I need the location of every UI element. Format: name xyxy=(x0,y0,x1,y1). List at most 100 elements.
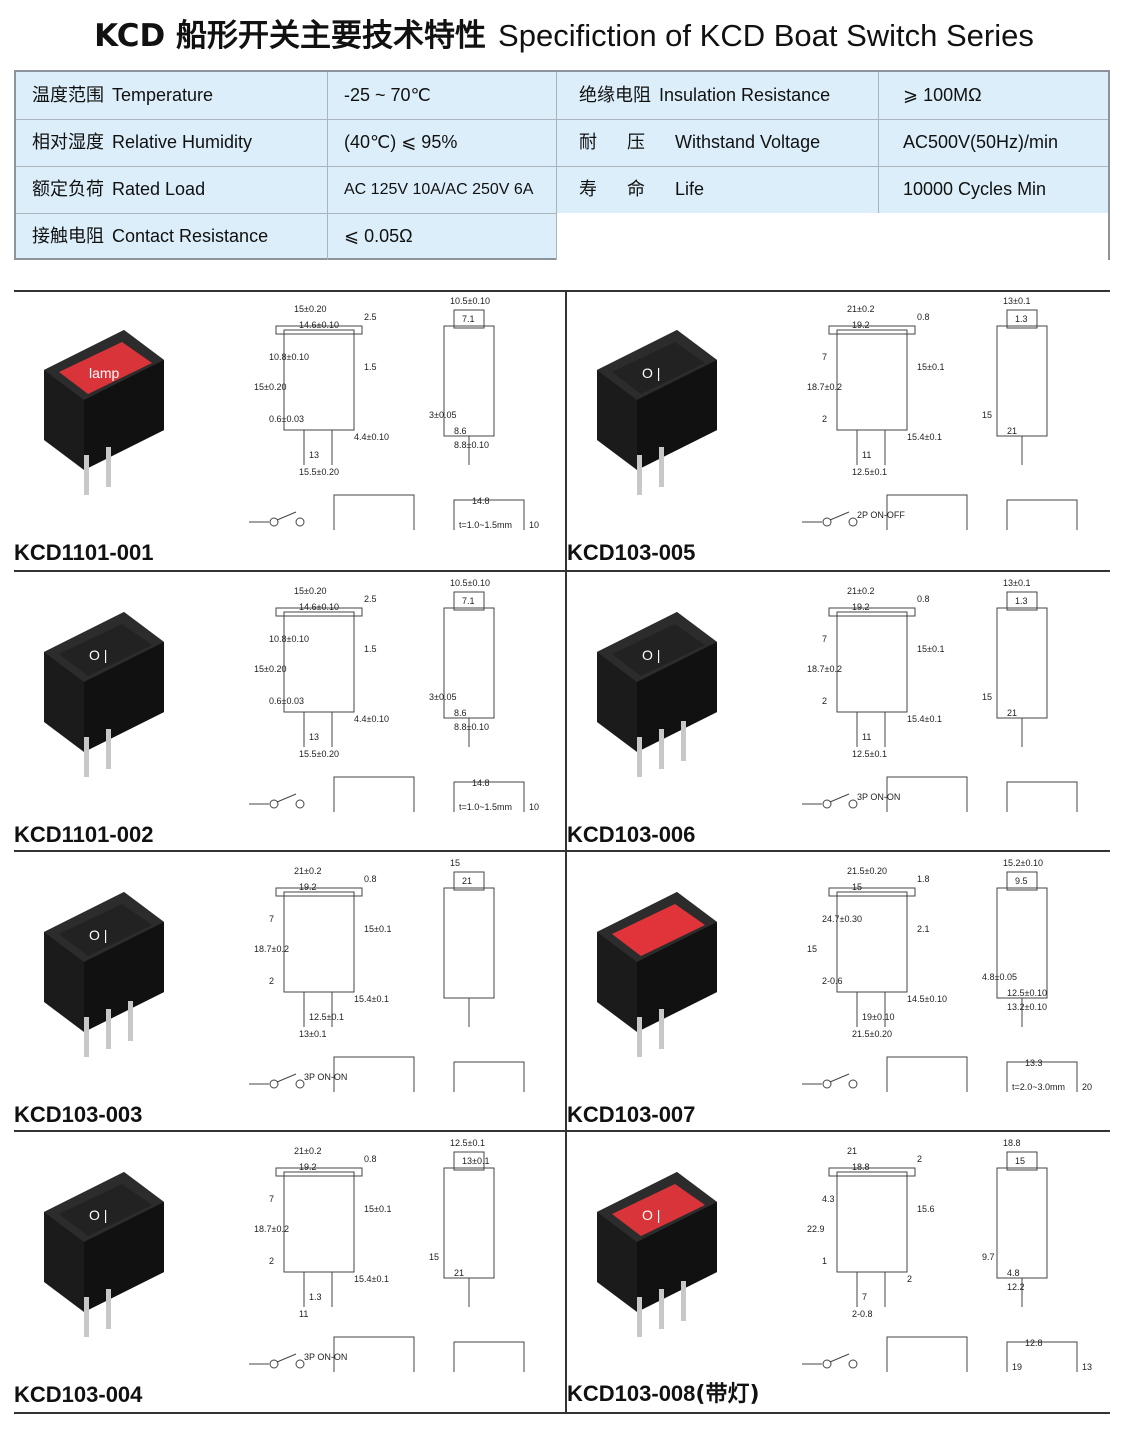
dimension-label: 15.4±0.1 xyxy=(907,714,942,724)
dimension-label: 0.8 xyxy=(364,874,377,884)
dimension-label: t=1.0~1.5mm xyxy=(459,802,512,812)
dimension-label: 10 xyxy=(529,520,539,530)
dimension-label: 2-0.6 xyxy=(822,976,843,986)
circuit-label: 3P ON-ON xyxy=(304,1352,347,1362)
dimension-label: 22.9 xyxy=(807,1224,825,1234)
dimension-label: 15.5±0.20 xyxy=(299,467,339,477)
dimension-label: 0.8 xyxy=(917,312,930,322)
dimension-label: 10.8±0.10 xyxy=(269,352,309,362)
dimension-label: 4.8±0.05 xyxy=(982,972,1017,982)
pin xyxy=(659,447,664,487)
pin xyxy=(128,1001,133,1041)
dimension-label: 15.4±0.1 xyxy=(907,432,942,442)
dimension-label: 8.8±0.10 xyxy=(454,440,489,450)
dimension-label: 4.3 xyxy=(822,1194,835,1204)
rocker-symbol: O | xyxy=(89,647,107,663)
circuit-label: 3P ON-ON xyxy=(304,1072,347,1082)
switch-photo: O | xyxy=(44,612,164,777)
dimension-label: 7.1 xyxy=(462,314,475,324)
title-en: Specifiction of KCD Boat Switch Series xyxy=(498,18,1034,53)
dimension-label: 10.8±0.10 xyxy=(269,634,309,644)
rocker xyxy=(59,1184,152,1236)
dimension-label: 10.5±0.10 xyxy=(450,296,490,306)
product-drawing: 21.5±0.20151.824.7±0.30152.12-0.614.5±0.… xyxy=(597,858,1092,1092)
dimension-label: 13±0.1 xyxy=(1003,296,1030,306)
dimension-label: 19.2 xyxy=(299,882,317,892)
dimension-label: 21 xyxy=(1007,426,1017,436)
dimension-label: 2.1 xyxy=(917,924,930,934)
dimension-label: 11 xyxy=(862,450,871,460)
spec-value: ⩾ 100MΩ xyxy=(878,72,1108,119)
dimension-label: 2 xyxy=(917,1154,922,1164)
dimension-label: 13±0.1 xyxy=(299,1029,326,1039)
dimension-label: 15±0.1 xyxy=(364,1204,391,1214)
rocker xyxy=(612,342,705,394)
dimension-drawing xyxy=(249,591,525,812)
dimension-label: 9.7 xyxy=(982,1252,995,1262)
dimension-label: 13.3 xyxy=(1025,1058,1043,1068)
dimension-label: 21 xyxy=(462,876,472,886)
switch-photo: lamp xyxy=(44,330,164,495)
title-cn: KCD 船形开关主要技术特性 xyxy=(94,18,487,54)
dimension-label: 21.5±0.20 xyxy=(852,1029,892,1039)
dimension-label: 11 xyxy=(299,1309,308,1319)
dimension-label: 15 xyxy=(982,692,992,702)
model-name: KCD103-003 xyxy=(14,1102,142,1128)
pin xyxy=(659,1009,664,1049)
dimension-label: 12.8 xyxy=(1025,1338,1043,1348)
pin xyxy=(106,729,111,769)
model-code: KCD103-008 xyxy=(567,1381,696,1406)
dimension-label: 13.2±0.10 xyxy=(1007,1002,1047,1012)
dimension-label: 15 xyxy=(852,882,862,892)
pin xyxy=(84,455,89,495)
dimension-label: 15±0.20 xyxy=(254,382,286,392)
dimension-label: 14.6±0.10 xyxy=(299,602,339,612)
model-code: KCD103-006 xyxy=(567,822,696,847)
spec-value: ⩽ 0.05Ω xyxy=(327,213,556,260)
dimension-label: 15 xyxy=(1015,1156,1025,1166)
dimension-drawing xyxy=(802,1151,1078,1372)
dimension-label: 13 xyxy=(309,450,319,460)
pin xyxy=(106,447,111,487)
pin xyxy=(681,721,686,761)
dimension-label: 15 xyxy=(982,410,992,420)
dimension-label: 15±0.1 xyxy=(917,362,944,372)
dimension-label: 2 xyxy=(269,1256,274,1266)
dimension-label: 0.8 xyxy=(364,1154,377,1164)
rocker xyxy=(59,904,152,956)
dimension-label: 2 xyxy=(822,696,827,706)
switch-photo: O | xyxy=(597,612,717,777)
divider xyxy=(14,1130,1110,1132)
dimension-drawing xyxy=(249,871,525,1092)
model-code: KCD103-004 xyxy=(14,1382,143,1407)
model-name: KCD1101-002 xyxy=(14,822,153,848)
rocker-symbol: O | xyxy=(642,647,660,663)
dimension-label: 12.5±0.1 xyxy=(852,749,887,759)
dimension-label: 18.7±0.2 xyxy=(807,382,842,392)
model-code: KCD1101-001 xyxy=(14,540,154,565)
spec-value: AC500V(50Hz)/min xyxy=(878,119,1108,166)
dimension-label: 2-0.8 xyxy=(852,1309,873,1319)
dimension-label: 21 xyxy=(847,1146,857,1156)
rocker xyxy=(612,624,705,676)
product-drawing: O |2118.824.322.915.61272-0.818.8159.74.… xyxy=(597,1138,1092,1372)
dimension-label: 15±0.20 xyxy=(294,586,326,596)
circuit-label: 3P ON-ON xyxy=(857,792,900,802)
model-code: KCD103-003 xyxy=(14,1102,143,1127)
dimension-label: 2.5 xyxy=(364,312,377,322)
dimension-label: 18.8 xyxy=(852,1162,870,1172)
rocker-symbol: lamp xyxy=(89,365,120,381)
dimension-label: 19.2 xyxy=(299,1162,317,1172)
dimension-label: 7 xyxy=(862,1292,867,1302)
dimension-label: 8.8±0.10 xyxy=(454,722,489,732)
